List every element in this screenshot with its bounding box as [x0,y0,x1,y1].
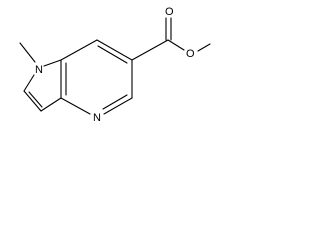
bond-n4-c3a [60,97,91,115]
ester-oxygen-label: O [186,48,195,60]
bond-c2-c3 [23,90,42,112]
ring-nitrogen-label: N [35,64,43,76]
structure-canvas: N N O O [0,0,212,136]
structure-drawing: N N O O [19,6,211,124]
bond-c7-c6 [96,39,133,61]
bond-carbonyl-ester-oxygen [167,39,185,51]
bond-c7a-c7 [60,39,98,61]
bonds [19,17,211,115]
bond-ester-oxygen-methyl [197,43,211,52]
pyridine-nitrogen-label: N [93,112,101,124]
bond-c5-n4 [103,97,133,115]
bond-c7-c6-inner [97,45,128,64]
bond-n1-c7a [43,59,62,67]
bond-c2-c3-inner [28,91,43,108]
bond-c6-carbonyl [131,39,169,61]
atom-labels: N N O O [35,6,195,124]
carbonyl-oxygen-label: O [165,6,174,18]
methyl-bond [19,42,36,63]
bond-n1-c2 [23,74,35,92]
bond-c3-c3a [40,97,62,112]
bond-c5-n4-inner [102,94,128,110]
